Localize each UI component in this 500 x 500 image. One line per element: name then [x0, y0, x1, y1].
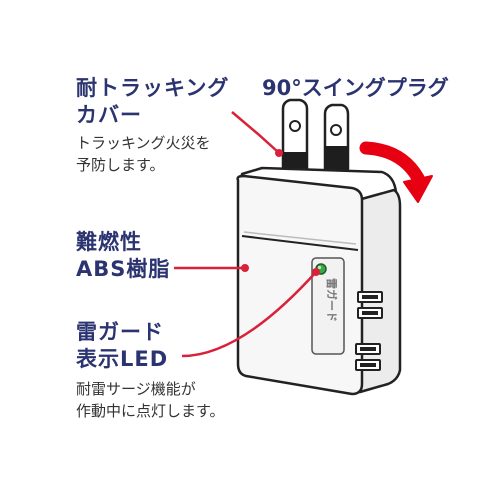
tracking-cover-title-line1: 耐トラッキング	[76, 76, 230, 100]
side-label-text: 雷ガード	[325, 278, 339, 322]
material-title-line2: ABS樹脂	[76, 257, 171, 281]
led-title-line2: 表示LED	[76, 347, 169, 371]
pointer-dot-led	[312, 268, 320, 276]
curved-arrow-icon	[359, 141, 433, 203]
tracking-cover-desc-line1: トラッキング火災を	[76, 134, 211, 152]
pointer-lines	[174, 111, 317, 358]
led-desc-line1: 耐雷サージ機能が	[76, 380, 196, 398]
led-title-line1: 雷ガード	[76, 320, 164, 344]
front-label-strip	[311, 257, 345, 355]
side-outlet-slots	[355, 291, 383, 371]
tracking-cover-desc-line2: 予防します。	[76, 156, 165, 174]
plug-prongs	[281, 98, 350, 189]
tracking-cover-title-line2: カバー	[76, 103, 142, 127]
swing-plug-title: 90°スイングプラグ	[262, 76, 449, 100]
led-desc-line2: 作動中に点灯します。	[76, 402, 225, 420]
pointer-dot-tracking	[275, 149, 283, 157]
pointer-dot-material	[241, 264, 249, 272]
material-title-line1: 難燃性	[76, 230, 142, 254]
